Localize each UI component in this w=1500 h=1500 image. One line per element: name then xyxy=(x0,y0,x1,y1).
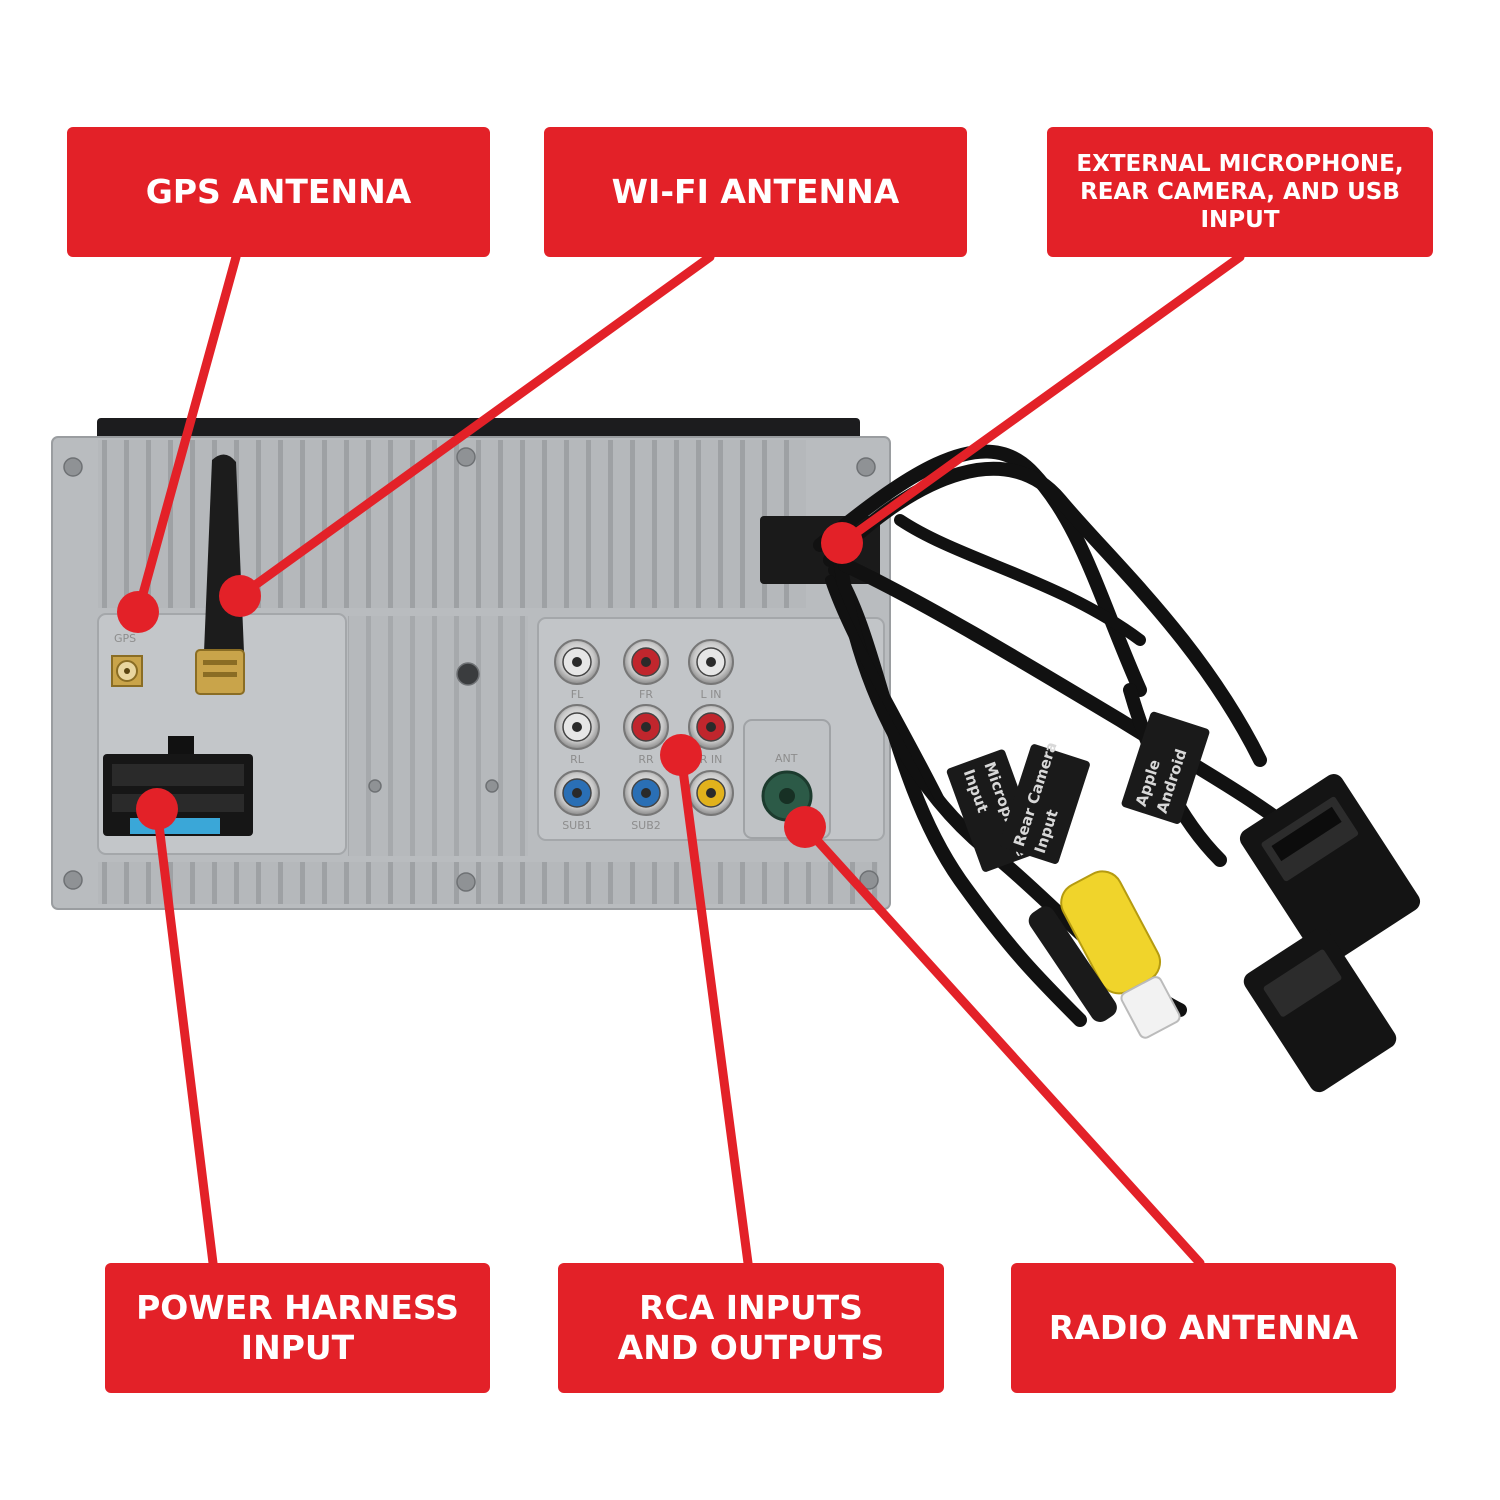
external-input-label: EXTERNAL MICROPHONE, REAR CAMERA, AND US… xyxy=(1076,150,1404,234)
cable-tags: Microphone Input Rear Camera Input Apple… xyxy=(946,711,1210,872)
screw-icon xyxy=(856,457,876,477)
power-harness-callout: POWER HARNESS INPUT xyxy=(105,1263,490,1393)
rca-jack-label: RL xyxy=(570,753,585,766)
external-input-callout: EXTERNAL MICROPHONE, REAR CAMERA, AND US… xyxy=(1047,127,1433,257)
rca-jack: RR xyxy=(623,704,669,766)
radio-callout-line xyxy=(800,822,1205,1268)
rca-jack: SUB1 xyxy=(554,770,600,832)
rca-jack-label: SUB2 xyxy=(631,819,661,832)
rca-jack: FR xyxy=(623,639,669,701)
rca-jack: R IN xyxy=(688,704,734,766)
rca-jack: SUB2 xyxy=(623,770,669,832)
rca-jack: FL xyxy=(554,639,600,701)
rca-jack-label: FL xyxy=(571,688,584,701)
screw-icon xyxy=(456,447,476,467)
usb-connectors xyxy=(1239,774,1421,1093)
screw-icon xyxy=(859,870,879,890)
ant-port-label: ANT xyxy=(775,752,798,765)
gps-antenna-label: GPS ANTENNA xyxy=(145,171,412,211)
screw-icon xyxy=(63,870,83,890)
rca-io-label: RCA INPUTS AND OUTPUTS xyxy=(617,1287,885,1367)
gps-antenna-callout: GPS ANTENNA xyxy=(67,127,490,257)
rca-callout-dot xyxy=(660,734,702,776)
mount-hole xyxy=(456,662,480,686)
rca-jack: RL xyxy=(554,704,600,766)
radio-antenna-port: ANT xyxy=(761,752,813,822)
radio-antenna-label: RADIO ANTENNA xyxy=(1048,1307,1359,1347)
external-callout-line xyxy=(837,252,1245,548)
external-callout-dot xyxy=(821,522,863,564)
rear-camera-rca-plug xyxy=(1028,870,1181,1039)
screw-icon xyxy=(456,872,476,892)
wifi-callout-line xyxy=(235,252,715,601)
gps-callout-line xyxy=(133,252,241,617)
rca-io-callout: RCA INPUTS AND OUTPUTS xyxy=(558,1263,944,1393)
screw-icon xyxy=(368,779,382,793)
power-callout-line xyxy=(152,804,218,1268)
rca-jack-label: RR xyxy=(638,753,654,766)
rca-jack-label: SUB1 xyxy=(562,819,592,832)
rca-jack-label: FR xyxy=(639,688,653,701)
wifi-antenna-callout: WI-FI ANTENNA xyxy=(544,127,967,257)
radio-callout-dot xyxy=(784,806,826,848)
rca-jack-label: R IN xyxy=(700,753,723,766)
gps-callout-dot xyxy=(117,591,159,633)
rca-callout-line xyxy=(676,750,753,1268)
wifi-callout-dot xyxy=(219,575,261,617)
chassis xyxy=(51,436,891,910)
rca-jack-label: L IN xyxy=(700,688,721,701)
power-callout-dot xyxy=(136,788,178,830)
rca-jack xyxy=(688,770,734,816)
screw-icon xyxy=(63,457,83,477)
power-harness-label: POWER HARNESS INPUT xyxy=(136,1287,459,1367)
gps-port-label: GPS xyxy=(114,632,136,645)
rca-jack: L IN xyxy=(688,639,734,701)
radio-antenna-callout: RADIO ANTENNA xyxy=(1011,1263,1396,1393)
wifi-antenna-label: WI-FI ANTENNA xyxy=(611,171,900,211)
callout-lines xyxy=(117,252,1245,1268)
gps-port: GPS xyxy=(111,632,143,687)
screw-icon xyxy=(485,779,499,793)
rca-jacks: FL FR L IN RL RR R IN SUB1 SUB2 xyxy=(554,639,734,832)
